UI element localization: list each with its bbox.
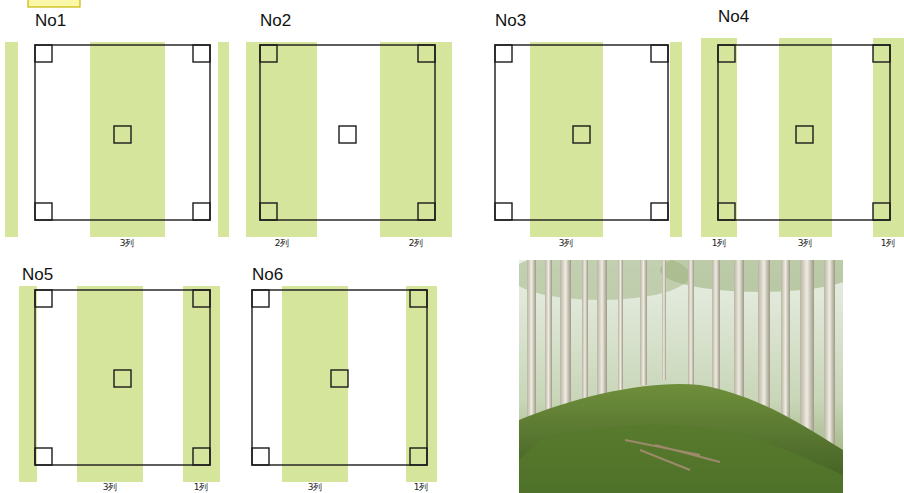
panel-title: No5 [22,266,56,285]
tag-box [28,0,80,7]
forest-photo [510,248,860,493]
panel-title: No3 [495,12,529,31]
row-count-label: 1列 [194,483,209,493]
row-count-label: 1列 [881,239,896,249]
plot-panel: No6 [252,266,286,285]
row-count-label: 1列 [712,239,727,249]
row-count-label: 2列 [275,239,290,249]
plot-panel: No5 [22,266,56,285]
panel-title: No4 [718,8,752,27]
plot-panel: No2 [260,12,294,31]
plot-panel: No1 [35,12,69,31]
row-count-label: 3列 [120,239,135,249]
row-count-label: 3列 [103,483,118,493]
plot-squares [35,45,890,465]
plot-panel: No4 [718,8,752,27]
row-count-label: 3列 [308,483,323,493]
panel-title: No6 [252,266,286,285]
row-count-label: 1列 [414,483,429,493]
panel-title: No1 [35,12,69,31]
row-count-label: 2列 [409,239,424,249]
row-count-label: 3列 [559,239,574,249]
panel-title: No2 [260,12,294,31]
row-count-label: 3列 [798,239,813,249]
plot-panel: No3 [495,12,529,31]
